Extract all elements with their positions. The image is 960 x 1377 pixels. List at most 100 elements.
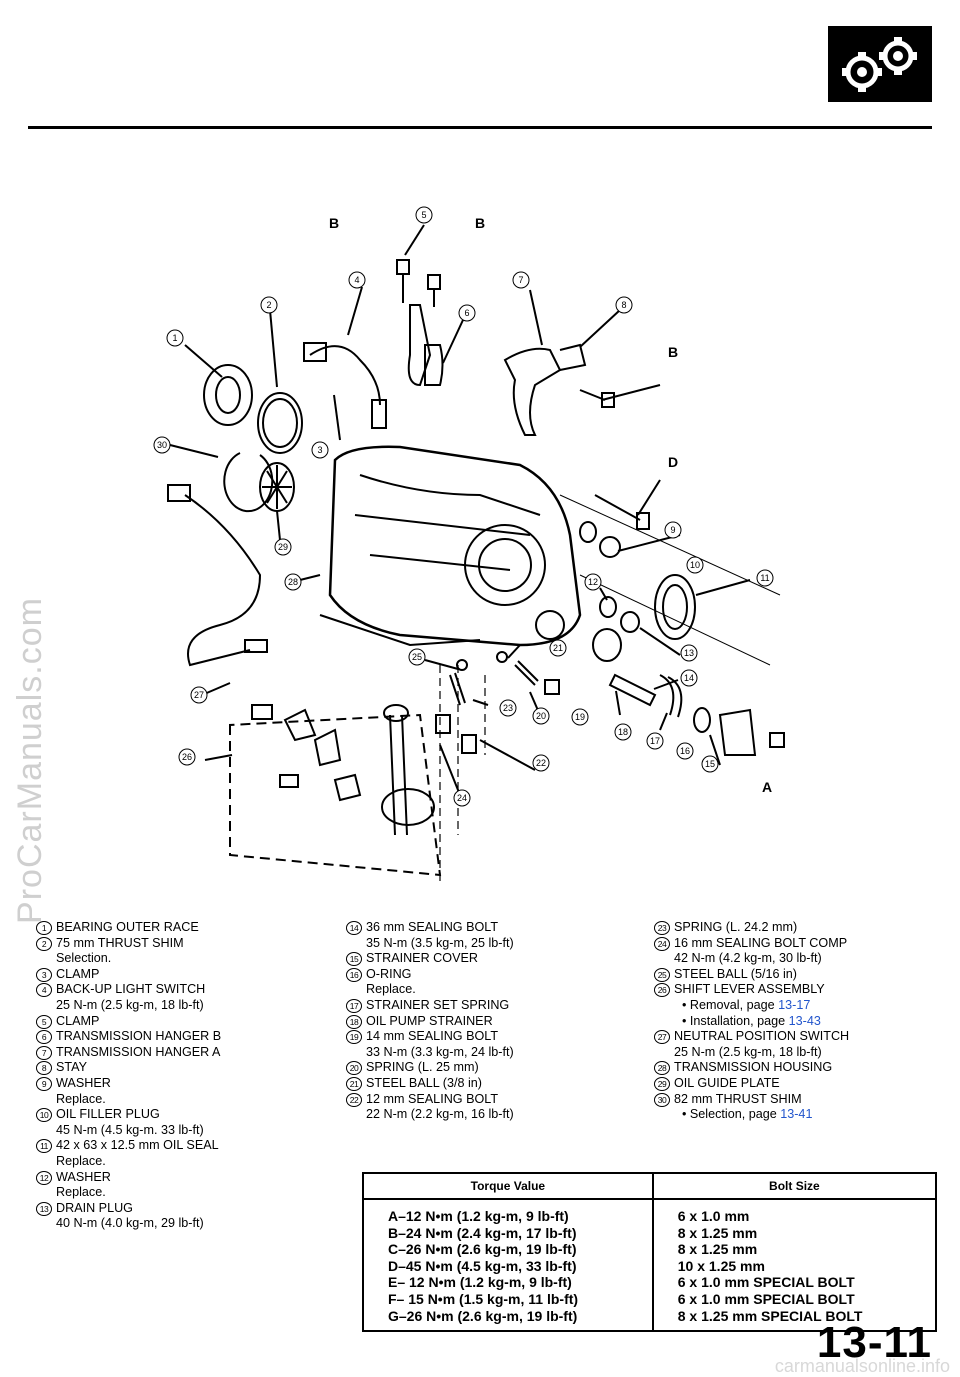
section-gear-icon (828, 26, 932, 102)
callout-23: 23 (499, 699, 517, 717)
callout-14: 14 (680, 669, 698, 687)
legend-part-name: TRANSMISSION HANGER A (56, 1044, 221, 1059)
legend-number: 3 (36, 967, 52, 982)
legend-part-name: 36 mm SEALING BOLT (366, 920, 499, 934)
legend-spec: 35 N-m (3.5 kg-m, 25 lb-ft) (366, 935, 514, 950)
svg-text:26: 26 (182, 752, 192, 762)
legend-item-16: 16 O-RING (346, 967, 626, 983)
legend-number: 22 (346, 1092, 362, 1107)
bolt-size: 6 x 1.0 mm (651, 1199, 938, 1225)
page-reference-link[interactable]: 13-17 (778, 997, 811, 1012)
legend-number: 15 (346, 952, 362, 967)
legend-number: 13 (36, 1201, 52, 1216)
callout-21: 21 (549, 639, 567, 657)
legend-part-name: 12 mm SEALING BOLT (366, 1091, 499, 1106)
torque-row: F– 15 N•m (1.5 kg-m, 11 lb-ft)6 x 1.0 mm… (362, 1290, 938, 1308)
svg-text:12: 12 (588, 577, 598, 587)
legend-part-name: CLAMP (56, 966, 100, 981)
legend-part-name: SPRING (L. 25 mm) (366, 1060, 479, 1075)
legend-part-name: O-RING (366, 966, 412, 981)
legend-part-name: NEUTRAL POSITION SWITCH (674, 1029, 850, 1044)
legend-number: 1 (36, 921, 52, 935)
legend-item-6: 6 TRANSMISSION HANGER B (36, 1029, 306, 1045)
legend-number: 10 (36, 1108, 52, 1123)
svg-text:21: 21 (553, 643, 563, 653)
callout-2: 2 (260, 296, 278, 314)
torque-row: E– 12 N•m (1.2 kg-m, 9 lb-ft)6 x 1.0 mm … (362, 1274, 938, 1291)
legend-part-name: 82 mm THRUST SHIM (674, 1091, 802, 1106)
torque-row: G–26 N•m (2.6 kg-m, 19 lb-ft)8 x 1.25 mm… (362, 1307, 938, 1333)
svg-text:4: 4 (354, 275, 359, 285)
legend-number: 8 (36, 1061, 52, 1076)
legend-part-name: STRAINER COVER (366, 951, 478, 966)
legend-item-22: 22 12 mm SEALING BOLT (346, 1092, 626, 1108)
callout-4: 4 (348, 271, 366, 289)
legend-number: 26 (654, 983, 670, 998)
legend-number: 29 (654, 1076, 670, 1091)
svg-text:13: 13 (684, 648, 694, 658)
svg-text:8: 8 (621, 300, 626, 310)
legend-spec: Replace. (56, 1153, 106, 1168)
svg-text:18: 18 (618, 727, 628, 737)
page-reference-link[interactable]: 13-43 (788, 1013, 821, 1028)
legend-spec: 33 N-m (3.3 kg-m, 24 lb-ft) (366, 1044, 514, 1059)
legend-number: 17 (346, 998, 362, 1013)
torque-value: A–12 N•m (1.2 kg-m, 9 lb-ft) (362, 1199, 654, 1225)
legend-item-1: 1 BEARING OUTER RACE (36, 920, 306, 936)
legend-part-name: 75 mm THRUST SHIM (56, 935, 184, 950)
svg-text:15: 15 (705, 759, 715, 769)
legend-part-name: SHIFT LEVER ASSEMBLY (674, 982, 825, 997)
bolt-size: 8 x 1.25 mm SPECIAL BOLT (651, 1307, 938, 1333)
legend-part-name: TRANSMISSION HANGER B (56, 1029, 222, 1044)
bolt-size: 6 x 1.0 mm SPECIAL BOLT (651, 1290, 938, 1308)
legend-part-name: BEARING OUTER RACE (56, 920, 199, 934)
legend-spec: 40 N-m (4.0 kg-m, 29 lb-ft) (56, 1216, 204, 1231)
legend-spec: 25 N-m (2.5 kg-m, 18 lb-ft) (56, 997, 204, 1012)
callout-12: 12 (584, 573, 602, 591)
legend-spec: Replace. (56, 1091, 106, 1106)
reference-text: • Selection, page (682, 1107, 781, 1122)
callout-letter-b-left: B (329, 215, 339, 231)
page-reference-link[interactable]: 13-41 (780, 1107, 813, 1122)
legend-number: 4 (36, 983, 52, 998)
legend-spec: Replace. (366, 982, 416, 997)
callout-29: 29 (274, 538, 292, 556)
bolt-size: 10 x 1.25 mm (651, 1257, 938, 1275)
svg-text:9: 9 (670, 525, 675, 535)
callout-13: 13 (680, 644, 698, 662)
callout-6: 6 (458, 304, 476, 322)
legend-part-name: SPRING (L. 24.2 mm) (674, 920, 798, 934)
svg-text:20: 20 (536, 711, 546, 721)
legend-part-name: STEEL BALL (3/8 in) (366, 1075, 482, 1090)
svg-text:7: 7 (518, 275, 523, 285)
legend-number: 24 (654, 936, 670, 951)
legend-number: 16 (346, 967, 362, 982)
callout-25: 25 (408, 648, 426, 666)
callout-26: 26 (178, 748, 196, 766)
bolt-size: 8 x 1.25 mm (651, 1241, 938, 1258)
svg-text:25: 25 (412, 652, 422, 662)
torque-value: G–26 N•m (2.6 kg-m, 19 lb-ft) (362, 1307, 654, 1333)
footer-watermark: carmanualsonline.info (774, 1356, 950, 1376)
torque-value: E– 12 N•m (1.2 kg-m, 9 lb-ft) (362, 1274, 654, 1291)
legend-item-15: 15 STRAINER COVER (346, 951, 626, 967)
callout-16: 16 (676, 742, 694, 760)
legend-spec: 45 N-m (4.5 kg-m. 33 lb-ft) (56, 1122, 204, 1137)
legend-reference: • Installation, page 13-43 (654, 1014, 930, 1030)
legend-part-name: WASHER (56, 1075, 111, 1090)
legend-number: 6 (36, 1030, 52, 1045)
svg-text:29: 29 (278, 542, 288, 552)
reference-text: • Installation, page (682, 1013, 789, 1028)
